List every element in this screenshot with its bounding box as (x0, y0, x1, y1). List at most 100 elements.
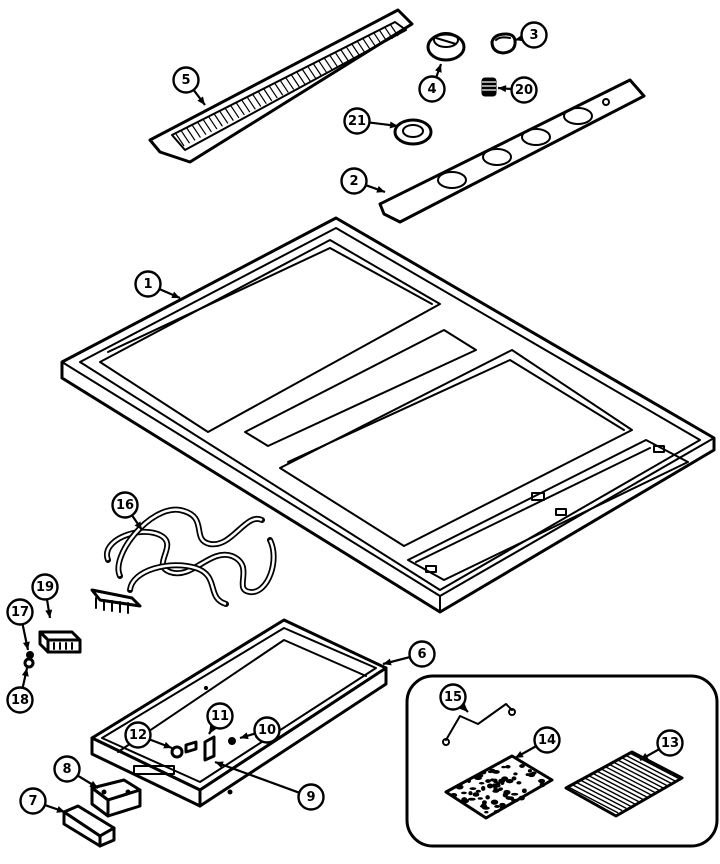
callout-circle (343, 107, 371, 135)
screw-17 (26, 651, 34, 659)
callout-arrowhead (376, 186, 385, 193)
callout-arrowhead (197, 96, 205, 105)
callout-circle (206, 702, 234, 730)
spring (481, 77, 497, 97)
callout-number: 18 (11, 693, 29, 708)
callout-number: 19 (36, 580, 54, 595)
callout-circle (6, 686, 34, 714)
nut-18 (23, 657, 35, 669)
callout-15: 15 (439, 683, 469, 713)
callout-circle (340, 167, 368, 195)
callout-number: 16 (116, 498, 134, 513)
callout-circle (297, 783, 325, 811)
callout-arrowhead (434, 64, 442, 73)
callout-number: 13 (661, 736, 679, 751)
callout-circle (533, 726, 561, 754)
callout-arrowhead (640, 753, 649, 760)
callout-number: 14 (538, 733, 556, 748)
callout-circle (172, 66, 200, 94)
callout-leader (214, 760, 300, 794)
callout-6: 6 (382, 640, 436, 668)
callout-13: 13 (639, 729, 684, 761)
callout-arrowhead (498, 85, 507, 93)
callout-17: 17 (6, 598, 34, 651)
callout-arrowhead (171, 291, 180, 298)
callout-19: 19 (31, 573, 59, 619)
callout-circle (53, 755, 81, 783)
knob (426, 32, 466, 62)
callout-circle (439, 683, 467, 711)
callout-9: 9 (214, 760, 325, 811)
grate (564, 750, 684, 818)
drip-pan (90, 618, 388, 808)
callout-7: 7 (19, 787, 66, 815)
callout-circle (656, 729, 684, 757)
callout-number: 2 (349, 174, 358, 189)
callout-arrowhead (209, 725, 217, 734)
callout-arrowhead (134, 521, 142, 530)
callout-arrowhead (22, 641, 30, 650)
cooktop-frame (60, 216, 716, 614)
nut-12 (170, 745, 184, 759)
callout-number: 15 (444, 690, 462, 705)
block (38, 630, 82, 654)
callout-circle (253, 716, 281, 744)
callout-number: 7 (28, 794, 37, 809)
callout-16: 16 (111, 491, 143, 531)
callout-circle (418, 75, 446, 103)
clip (203, 735, 216, 762)
callout-number: 8 (62, 762, 71, 777)
callout-10: 10 (239, 716, 281, 744)
callout-number: 3 (529, 28, 538, 43)
bracket (62, 804, 116, 848)
callout-number: 20 (515, 83, 533, 98)
callout-4: 4 (418, 63, 446, 103)
callout-number: 4 (427, 82, 436, 97)
wire-rack-clip (442, 703, 516, 746)
callout-number: 6 (417, 647, 426, 662)
control-panel (378, 78, 646, 224)
screw-10 (228, 737, 236, 745)
callout-circle (6, 598, 34, 626)
callout-circle (510, 76, 538, 104)
callout-arrowhead (89, 780, 98, 788)
callout-number: 1 (143, 277, 152, 292)
callout-8: 8 (53, 755, 99, 789)
callout-arrowhead (389, 121, 398, 129)
callout-14: 14 (514, 726, 561, 759)
callout-11: 11 (206, 702, 234, 735)
callout-arrowhead (515, 751, 524, 758)
callout-3: 3 (514, 21, 548, 49)
callout-circle (111, 491, 139, 519)
callout-circle (19, 787, 47, 815)
callout-12: 12 (124, 721, 173, 750)
callout-arrowhead (459, 703, 468, 712)
callout-arrowhead (163, 741, 172, 749)
heating-element (90, 506, 277, 614)
callout-arrowhead (56, 806, 65, 813)
callout-arrowhead (215, 761, 224, 769)
callout-circle (520, 21, 548, 49)
callout-20: 20 (497, 76, 538, 104)
bezel-ring (393, 118, 433, 146)
callout-18: 18 (6, 667, 34, 714)
accessory-inset (405, 674, 719, 848)
callout-5: 5 (172, 66, 206, 106)
callout-arrowhead (45, 609, 53, 618)
callout-1: 1 (134, 270, 181, 300)
vent-grille (148, 8, 414, 164)
callout-number: 17 (11, 605, 29, 620)
callout-arrowhead (21, 668, 29, 677)
callout-number: 21 (348, 114, 366, 129)
callout-number: 12 (129, 728, 147, 743)
callout-circle (408, 640, 436, 668)
callout-circle (134, 270, 162, 298)
callout-number: 10 (258, 723, 276, 738)
callout-2: 2 (340, 167, 386, 195)
terminal-block (90, 778, 142, 818)
callout-number: 5 (181, 73, 190, 88)
screw-11 (184, 740, 198, 754)
